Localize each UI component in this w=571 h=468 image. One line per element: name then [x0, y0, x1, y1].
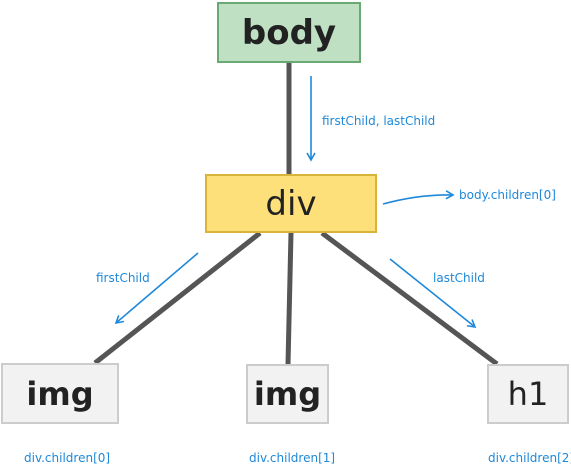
caption-div-children-0: div.children[0]: [24, 451, 111, 465]
arrow-body-children: [382, 190, 455, 205]
label-first-child: firstChild: [96, 271, 150, 285]
node-img-first: img: [1, 363, 119, 424]
caption-div-children-2: div.children[2]: [488, 451, 571, 465]
node-body: body: [217, 2, 361, 63]
node-h1: h1: [487, 364, 569, 424]
edge-div-h1: [320, 230, 499, 367]
label-last-child: lastChild: [433, 271, 485, 285]
arrow-last-child: [389, 258, 477, 329]
node-div: div: [205, 174, 377, 233]
arrow-first-child: [114, 252, 199, 325]
node-img-second: img: [246, 364, 329, 424]
edge-div-img-second: [285, 232, 294, 365]
label-body-children: body.children[0]: [459, 188, 556, 202]
caption-div-children-1: div.children[1]: [249, 451, 336, 465]
label-first-last-child: firstChild, lastChild: [322, 114, 436, 128]
edge-div-img-first: [93, 231, 262, 365]
